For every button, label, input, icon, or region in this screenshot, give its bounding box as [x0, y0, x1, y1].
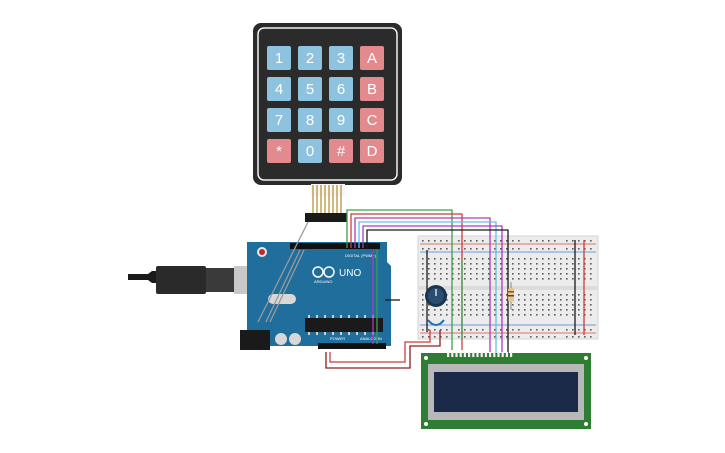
arduino-brand-label: ARDUINO [314, 279, 332, 284]
keypad-key-3[interactable]: 3 [329, 46, 353, 70]
keypad-key-5[interactable]: 5 [298, 77, 322, 101]
keypad-key-label: 5 [306, 81, 314, 98]
keypad-key-9[interactable]: 9 [329, 108, 353, 132]
keypad-key-label: 6 [337, 81, 345, 98]
potentiometer-icon[interactable] [425, 285, 447, 326]
keypad-key-label: A [367, 50, 377, 67]
resistor-icon [508, 282, 514, 310]
keypad-key-8[interactable]: 8 [298, 108, 322, 132]
keypad-key-4[interactable]: 4 [267, 77, 291, 101]
keypad-key-label: 0 [306, 143, 314, 160]
keypad-key-2[interactable]: 2 [298, 46, 322, 70]
keypad-key-label: # [337, 143, 346, 160]
arduino-logo-icon [312, 266, 335, 278]
keypad-key-label: 4 [275, 81, 283, 98]
keypad-key-D[interactable]: D [360, 139, 384, 163]
breadboard-holes [422, 240, 592, 338]
keypad-key-7[interactable]: 7 [267, 108, 291, 132]
keypad-key-#[interactable]: # [329, 139, 353, 163]
keypad-key-A[interactable]: A [360, 46, 384, 70]
keypad-key-label: 9 [337, 112, 345, 129]
lcd-16x2-display[interactable] [421, 352, 591, 429]
arduino-analog-label: ANALOG IN [360, 336, 382, 341]
keypad-key-B[interactable]: B [360, 77, 384, 101]
keypad-key-1[interactable]: 1 [267, 46, 291, 70]
keypad-key-0[interactable]: 0 [298, 139, 322, 163]
keypad-key-C[interactable]: C [360, 108, 384, 132]
lcd-pin-header [447, 352, 513, 357]
arduino-uno-board[interactable]: UNO ARDUINO DIGITAL (PWM~) POWER ANALOG … [240, 242, 391, 350]
keypad-key-label: D [367, 143, 378, 160]
keypad-key-label: 8 [306, 112, 314, 129]
keypad-key-label: 1 [275, 50, 283, 67]
keypad-key-6[interactable]: 6 [329, 77, 353, 101]
keypad-key-label: 2 [306, 50, 314, 67]
keypad-key-label: 3 [337, 50, 345, 67]
keypad-key-*[interactable]: * [267, 139, 291, 163]
keypad-key-label: 7 [275, 112, 283, 129]
keypad[interactable]: 1 2 3 A 4 5 6 B 7 8 9 C * 0 # D [253, 23, 402, 222]
keypad-key-label: B [367, 81, 377, 98]
keypad-keys: 1 2 3 A 4 5 6 B 7 8 9 C * 0 # D [267, 46, 384, 163]
arduino-model-label: UNO [339, 268, 361, 279]
usb-cable [128, 266, 266, 294]
keypad-key-label: C [367, 112, 378, 129]
keypad-key-label: * [276, 143, 282, 160]
keypad-ribbon-cable [305, 184, 347, 222]
arduino-digital-label: DIGITAL (PWM~) [345, 253, 377, 258]
arduino-power-label: POWER [330, 336, 345, 341]
